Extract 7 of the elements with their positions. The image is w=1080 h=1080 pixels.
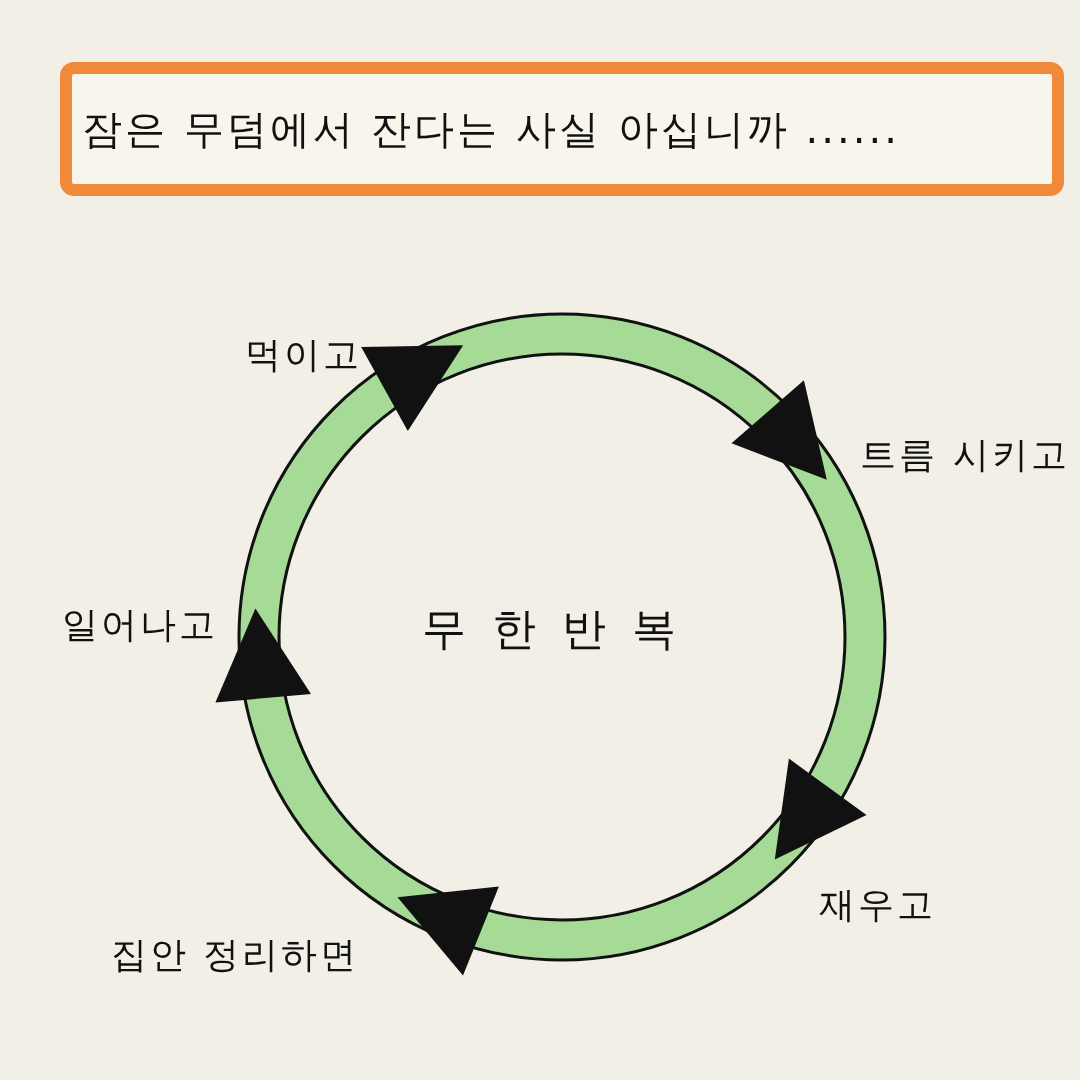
title-box: 잠은 무덤에서 잔다는 사실 아십니까 ...... — [60, 62, 1064, 196]
step-label: 일어나고 — [62, 602, 218, 647]
step-label: 재우고 — [818, 882, 936, 927]
center-text: 무 한 반 복 — [422, 601, 682, 656]
step-label: 트름 시키고 — [860, 432, 1070, 477]
step-label: 집안 정리하면 — [110, 932, 360, 977]
step-label: 먹이고 — [244, 332, 362, 377]
